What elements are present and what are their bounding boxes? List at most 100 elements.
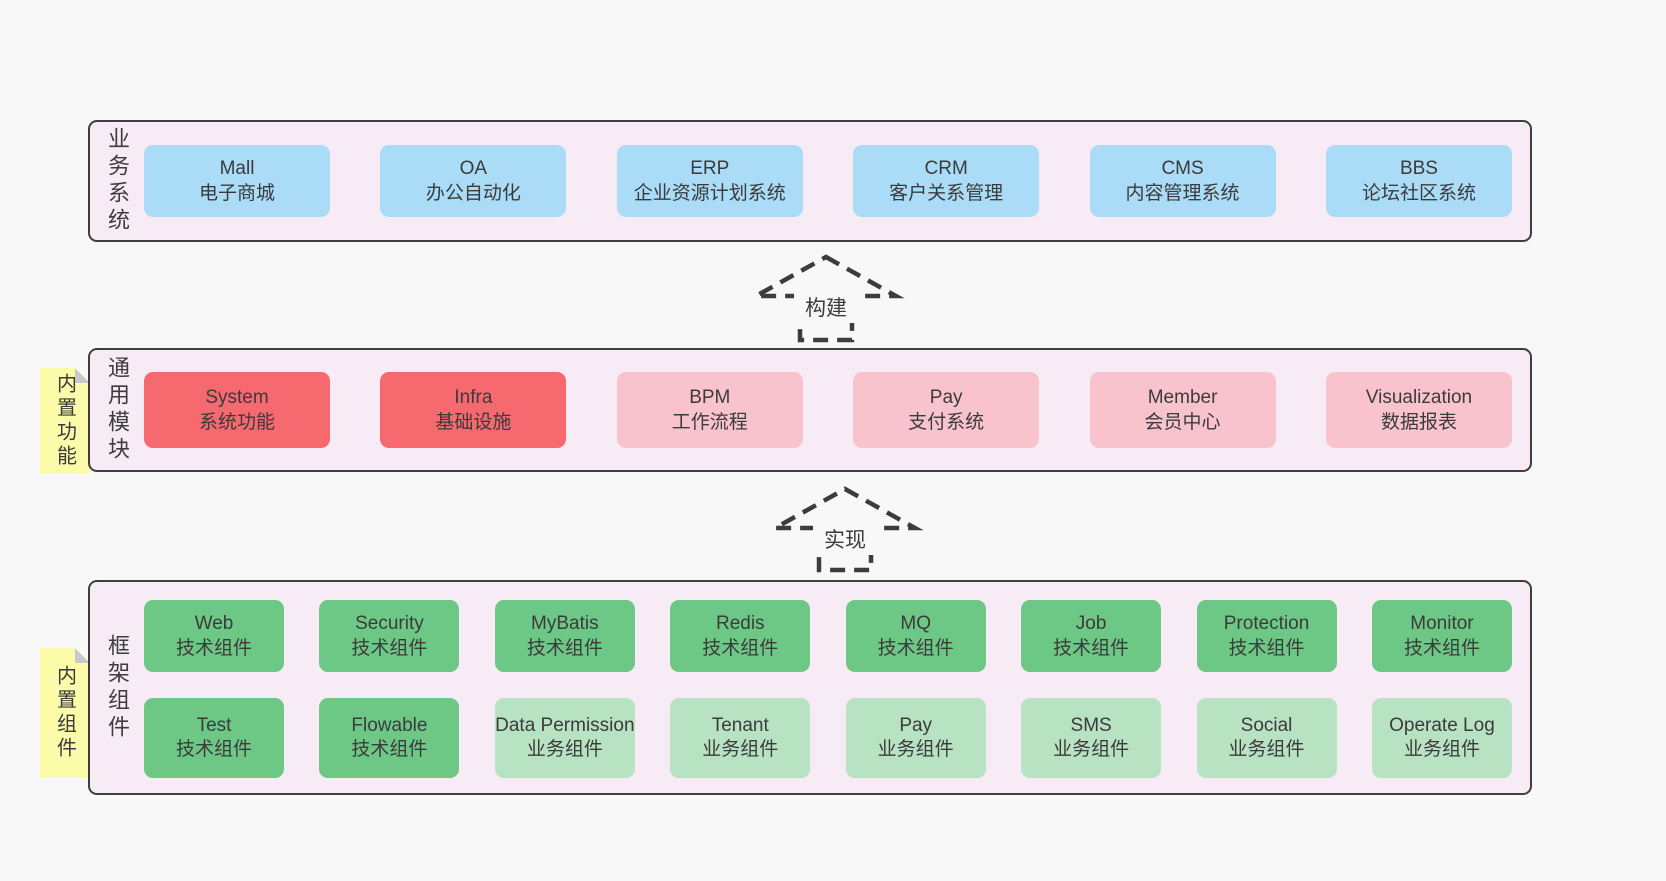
box-name: Mall bbox=[219, 158, 255, 179]
box-name: SMS bbox=[1070, 715, 1112, 736]
box-desc: 工作流程 bbox=[671, 412, 748, 433]
box-desc: 会员中心 bbox=[1144, 412, 1221, 433]
box-name: CMS bbox=[1161, 158, 1204, 179]
box-operate-log: Operate Log 业务组件 bbox=[1371, 698, 1512, 778]
box-monitor: Monitor 技术组件 bbox=[1371, 600, 1512, 672]
box-name: Flowable bbox=[351, 715, 428, 736]
box-name: BBS bbox=[1399, 158, 1438, 179]
box-name: Social bbox=[1240, 715, 1293, 736]
box-name: Pay bbox=[899, 715, 933, 736]
box-name: Security bbox=[355, 613, 424, 634]
layer-label-framework-components: 框架组件 bbox=[105, 633, 130, 742]
box-desc: 技术组件 bbox=[526, 638, 603, 659]
business-systems-row: Mall 电子商城 OA 办公自动化 ERP 企业资源计划系统 CRM 客户关系… bbox=[144, 122, 1530, 240]
box-system: System 系统功能 bbox=[144, 372, 330, 448]
box-name: MyBatis bbox=[531, 613, 599, 634]
box-job: Job 技术组件 bbox=[1021, 600, 1162, 672]
box-oa: OA 办公自动化 bbox=[380, 145, 567, 217]
box-desc: 业务组件 bbox=[877, 739, 954, 760]
build-arrow-shape bbox=[747, 254, 905, 343]
implement-arrow-label-bg bbox=[813, 524, 877, 555]
box-name: Web bbox=[194, 613, 234, 634]
box-test: Test 技术组件 bbox=[144, 698, 284, 778]
framework-row-2: Test 技术组件 Flowable 技术组件 Data Permission … bbox=[144, 698, 1512, 778]
box-desc: 内容管理系统 bbox=[1125, 183, 1240, 204]
box-desc: 企业资源计划系统 bbox=[633, 183, 786, 204]
box-protection: Protection 技术组件 bbox=[1196, 600, 1337, 672]
box-bbs: BBS 论坛社区系统 bbox=[1325, 145, 1512, 217]
box-mall: Mall 电子商城 bbox=[144, 145, 330, 217]
box-name: ERP bbox=[690, 158, 730, 179]
panel-common-modules: 通用模块 System 系统功能 Infra 基础设施 BPM 工作流程 Pay… bbox=[88, 348, 1532, 472]
box-pay-component: Pay 业务组件 bbox=[845, 698, 986, 778]
box-name: CRM bbox=[924, 158, 968, 179]
box-desc: 系统功能 bbox=[198, 412, 275, 433]
box-desc: 业务组件 bbox=[702, 739, 779, 760]
box-desc: 业务组件 bbox=[1228, 739, 1305, 760]
box-name: Tenant bbox=[711, 715, 769, 736]
box-desc: 支付系统 bbox=[908, 412, 985, 433]
box-desc: 技术组件 bbox=[175, 739, 252, 760]
box-pay: Pay 支付系统 bbox=[853, 372, 1040, 448]
implement-arrow-shape bbox=[766, 486, 924, 573]
box-visualization: Visualization 数据报表 bbox=[1325, 372, 1512, 448]
box-name: Visualization bbox=[1365, 387, 1473, 408]
box-desc: 业务组件 bbox=[526, 739, 603, 760]
box-mybatis: MyBatis 技术组件 bbox=[494, 600, 635, 672]
box-desc: 论坛社区系统 bbox=[1361, 183, 1476, 204]
common-modules-row: System 系统功能 Infra 基础设施 BPM 工作流程 Pay 支付系统… bbox=[144, 350, 1530, 470]
box-desc: 技术组件 bbox=[351, 638, 428, 659]
box-name: Job bbox=[1075, 613, 1107, 634]
box-erp: ERP 企业资源计划系统 bbox=[616, 145, 803, 217]
box-redis: Redis 技术组件 bbox=[670, 600, 811, 672]
implement-arrow-label: 实现 bbox=[824, 529, 866, 552]
box-name: System bbox=[205, 387, 269, 408]
sticky-note-label: 内置组件 bbox=[53, 665, 76, 761]
box-name: Pay bbox=[929, 387, 963, 408]
box-name: Infra bbox=[454, 387, 493, 408]
box-name: Member bbox=[1147, 387, 1218, 408]
box-desc: 办公自动化 bbox=[425, 183, 521, 204]
box-data-permission: Data Permission 业务组件 bbox=[494, 698, 635, 778]
box-security: Security 技术组件 bbox=[319, 600, 460, 672]
panel-framework-components: 框架组件 Web 技术组件 Security 技术组件 MyBatis 技术组件… bbox=[88, 580, 1532, 795]
box-desc: 数据报表 bbox=[1380, 412, 1457, 433]
box-name: Protection bbox=[1223, 613, 1310, 634]
box-desc: 技术组件 bbox=[877, 638, 954, 659]
framework-row-1: Web 技术组件 Security 技术组件 MyBatis 技术组件 Redi… bbox=[144, 600, 1512, 672]
box-social: Social 业务组件 bbox=[1196, 698, 1337, 778]
box-desc: 业务组件 bbox=[1053, 739, 1130, 760]
box-bpm: BPM 工作流程 bbox=[616, 372, 803, 448]
sticky-note-label: 内置功能 bbox=[53, 373, 76, 469]
box-web: Web 技术组件 bbox=[144, 600, 284, 672]
box-name: Data Permission bbox=[495, 715, 635, 736]
sticky-note-builtin-features: 内置功能 bbox=[40, 368, 90, 474]
layer-label-business-systems: 业务系统 bbox=[105, 127, 130, 235]
box-desc: 电子商城 bbox=[198, 183, 275, 204]
box-tenant: Tenant 业务组件 bbox=[670, 698, 811, 778]
box-desc: 技术组件 bbox=[351, 739, 428, 760]
layer-label-common-modules: 通用模块 bbox=[105, 356, 130, 464]
box-name: MQ bbox=[900, 613, 931, 634]
box-desc: 业务组件 bbox=[1403, 739, 1480, 760]
build-arrow-label: 构建 bbox=[805, 297, 847, 320]
box-infra: Infra 基础设施 bbox=[380, 372, 567, 448]
box-member: Member 会员中心 bbox=[1089, 372, 1276, 448]
box-desc: 技术组件 bbox=[1228, 638, 1305, 659]
box-crm: CRM 客户关系管理 bbox=[853, 145, 1040, 217]
box-mq: MQ 技术组件 bbox=[845, 600, 986, 672]
framework-components-rows: Web 技术组件 Security 技术组件 MyBatis 技术组件 Redi… bbox=[144, 582, 1530, 793]
box-name: Redis bbox=[715, 613, 765, 634]
box-name: Test bbox=[196, 715, 232, 736]
box-flowable: Flowable 技术组件 bbox=[319, 698, 460, 778]
box-desc: 技术组件 bbox=[1053, 638, 1130, 659]
box-desc: 技术组件 bbox=[1403, 638, 1480, 659]
box-sms: SMS 业务组件 bbox=[1021, 698, 1162, 778]
box-desc: 基础设施 bbox=[435, 412, 512, 433]
box-desc: 技术组件 bbox=[702, 638, 779, 659]
box-name: Monitor bbox=[1410, 613, 1474, 634]
panel-business-systems: 业务系统 Mall 电子商城 OA 办公自动化 ERP 企业资源计划系统 CRM… bbox=[88, 120, 1532, 242]
box-name: OA bbox=[459, 158, 488, 179]
box-cms: CMS 内容管理系统 bbox=[1089, 145, 1276, 217]
